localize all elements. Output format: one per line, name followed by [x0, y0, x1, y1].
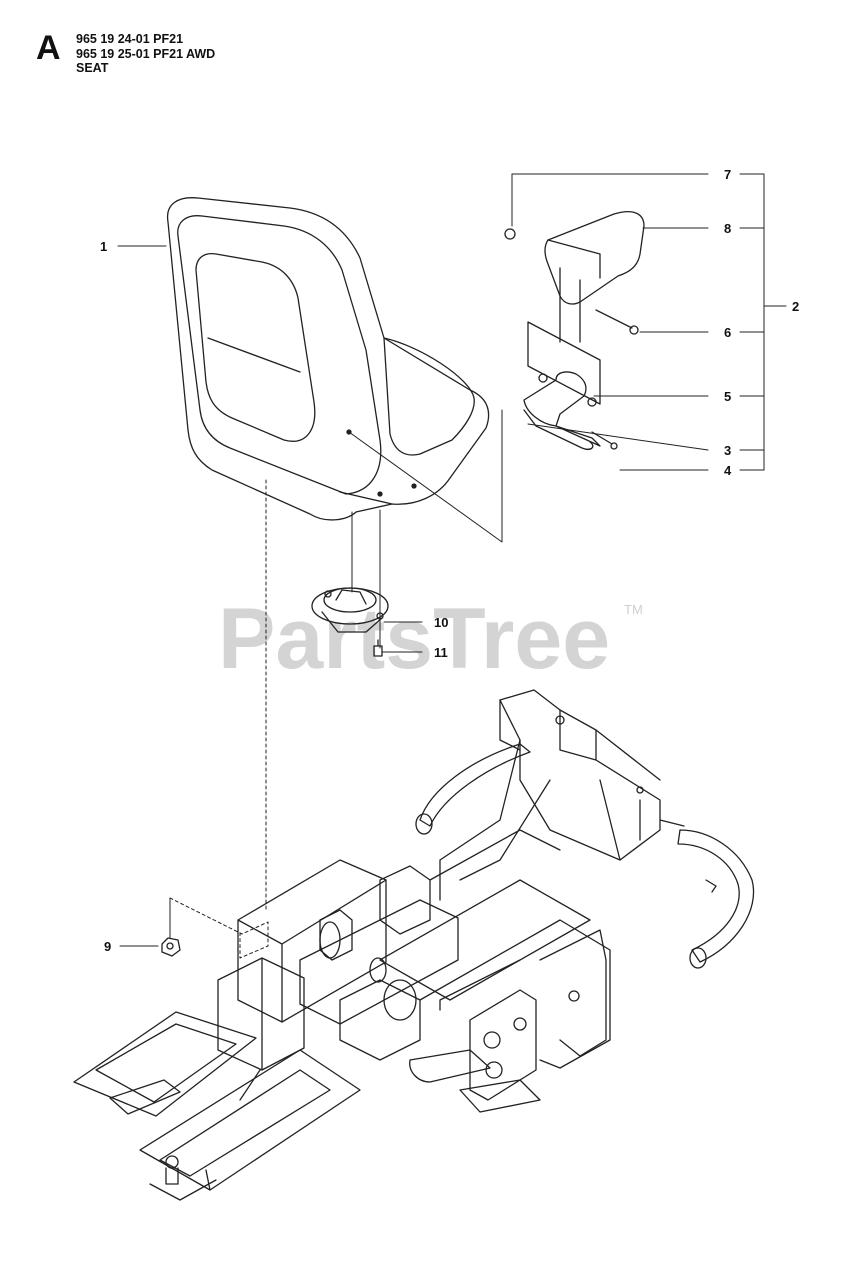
washer-part-5b	[587, 397, 597, 407]
callout-5: 5	[724, 389, 731, 404]
header-text: 965 19 24-01 PF21 965 19 25-01 PF21 AWD …	[76, 32, 336, 76]
leader-lines	[117, 173, 787, 959]
screw-part-11	[373, 639, 383, 657]
seat-switch-part	[311, 587, 389, 633]
callout-3: 3	[724, 443, 731, 458]
nut-part-9	[161, 937, 181, 957]
model-line-1: 965 19 24-01 PF21	[76, 32, 184, 46]
chassis-frame	[73, 689, 755, 1201]
nut-part-7	[504, 228, 516, 240]
callout-2: 2	[792, 299, 799, 314]
watermark: PartsTree TM	[218, 591, 643, 687]
grab-handle-left	[419, 743, 531, 827]
armrest-pad-part	[544, 211, 645, 305]
callout-7: 7	[724, 167, 731, 182]
callout-6: 6	[724, 325, 731, 340]
callout-11: 11	[434, 645, 448, 660]
section-letter: A	[36, 29, 61, 67]
watermark-trademark: TM	[624, 602, 643, 617]
armrest-assembly	[504, 211, 645, 450]
section-title: SEAT	[76, 61, 109, 75]
armrest-bracket-part	[523, 371, 601, 447]
callout-4: 4	[724, 463, 732, 478]
seat-part	[166, 197, 490, 521]
callout-8: 8	[724, 221, 731, 236]
callout-labels: 1 2 3 4 5 6 7 8 9 10 11	[100, 167, 799, 954]
callout-10: 10	[434, 615, 448, 630]
watermark-text: PartsTree	[218, 591, 610, 687]
callout-9: 9	[104, 939, 111, 954]
callout-1: 1	[100, 239, 107, 254]
grab-handle-right	[677, 829, 755, 963]
bolt-part-6	[595, 309, 633, 329]
model-line-2: 965 19 25-01 PF21 AWD	[76, 46, 216, 61]
washer-part-5a	[538, 373, 548, 383]
